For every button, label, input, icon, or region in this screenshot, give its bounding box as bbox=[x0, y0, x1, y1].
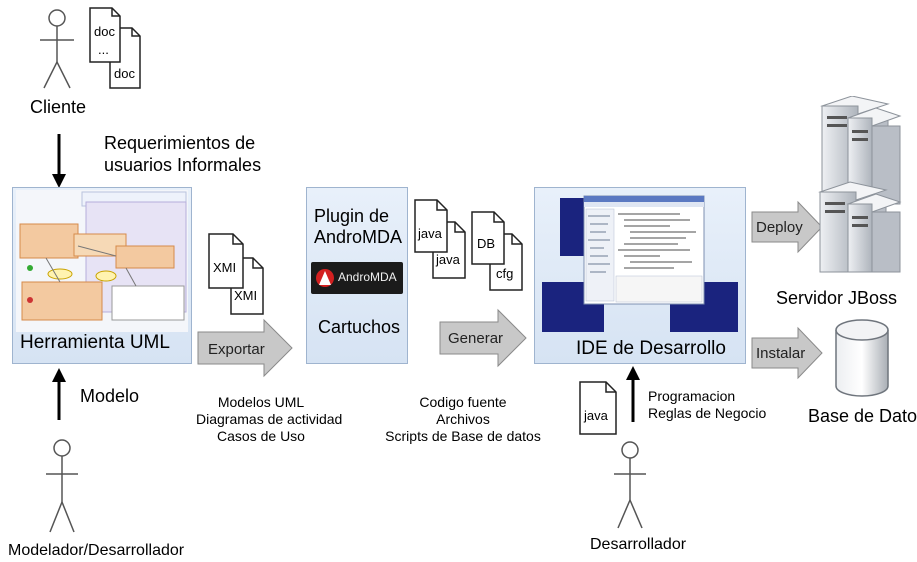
java-documents-icon: java java bbox=[414, 199, 466, 279]
database-label: Base de Datos bbox=[808, 406, 917, 426]
ide-title: IDE de Desarrollo bbox=[576, 338, 726, 359]
model-arrow bbox=[52, 368, 66, 420]
install-arrow: Instalar bbox=[751, 326, 823, 380]
client-doc-top-label: doc bbox=[94, 24, 115, 39]
client-documents-icon: doc ... doc bbox=[89, 7, 141, 89]
modeler-actor-icon bbox=[46, 439, 78, 533]
uml-tool-title: Herramienta UML bbox=[20, 332, 170, 353]
java-top-label: java bbox=[417, 226, 443, 241]
programming-label: Programacion Reglas de Negocio bbox=[648, 388, 767, 421]
client-doc-bottom-label: doc bbox=[114, 66, 135, 81]
cartridges-label: Cartuchos bbox=[318, 317, 401, 337]
export-arrow: Exportar bbox=[197, 318, 293, 378]
client-doc-dots: ... bbox=[98, 42, 109, 57]
cfg-label: cfg bbox=[496, 266, 513, 281]
ide-screenshot-thumbnail bbox=[542, 195, 738, 332]
install-label: Instalar bbox=[756, 345, 805, 362]
java-dev-document-icon: java bbox=[579, 381, 617, 435]
developer-actor-icon bbox=[614, 441, 646, 529]
xmi-bottom-label: XMI bbox=[234, 288, 257, 303]
java-dev-label: java bbox=[583, 408, 609, 423]
code-outputs-label: Codigo fuente Archivos Scripts de Base d… bbox=[385, 394, 541, 444]
deploy-arrow: Deploy bbox=[751, 200, 823, 254]
database-icon bbox=[835, 319, 889, 397]
db-label: DB bbox=[477, 236, 495, 251]
requirements-arrow bbox=[52, 134, 66, 188]
xmi-top-label: XMI bbox=[213, 260, 236, 275]
andromda-logo-icon bbox=[316, 269, 334, 287]
model-label: Modelo bbox=[80, 386, 140, 406]
modeler-label: Modelador/Desarrollador bbox=[8, 542, 185, 559]
generate-arrow: Generar bbox=[439, 308, 527, 368]
generate-label: Generar bbox=[448, 330, 503, 347]
programming-arrow bbox=[626, 366, 640, 422]
db-cfg-documents-icon: DB cfg bbox=[471, 211, 523, 291]
client-label: Cliente bbox=[30, 97, 87, 117]
developer-label: Desarrollador bbox=[590, 536, 687, 553]
andromda-logo-text: AndroMDA bbox=[338, 270, 397, 284]
xmi-documents-icon: XMI XMI bbox=[208, 233, 264, 315]
plugin-title: Plugin de AndroMDA bbox=[314, 206, 403, 247]
export-label: Exportar bbox=[208, 341, 265, 358]
deploy-label: Deploy bbox=[756, 219, 803, 236]
uml-outputs-label: Modelos UML Diagramas de actividad Casos… bbox=[196, 394, 343, 444]
java-bottom-label: java bbox=[435, 252, 461, 267]
jboss-server-icon bbox=[818, 96, 902, 273]
andromda-logo: AndroMDA bbox=[311, 262, 403, 294]
uml-diagram-thumbnail bbox=[16, 190, 188, 332]
requirements-label: Requerimientos de usuarios Informales bbox=[104, 133, 262, 175]
jboss-label: Servidor JBoss bbox=[776, 288, 898, 308]
client-actor-icon bbox=[40, 9, 74, 89]
